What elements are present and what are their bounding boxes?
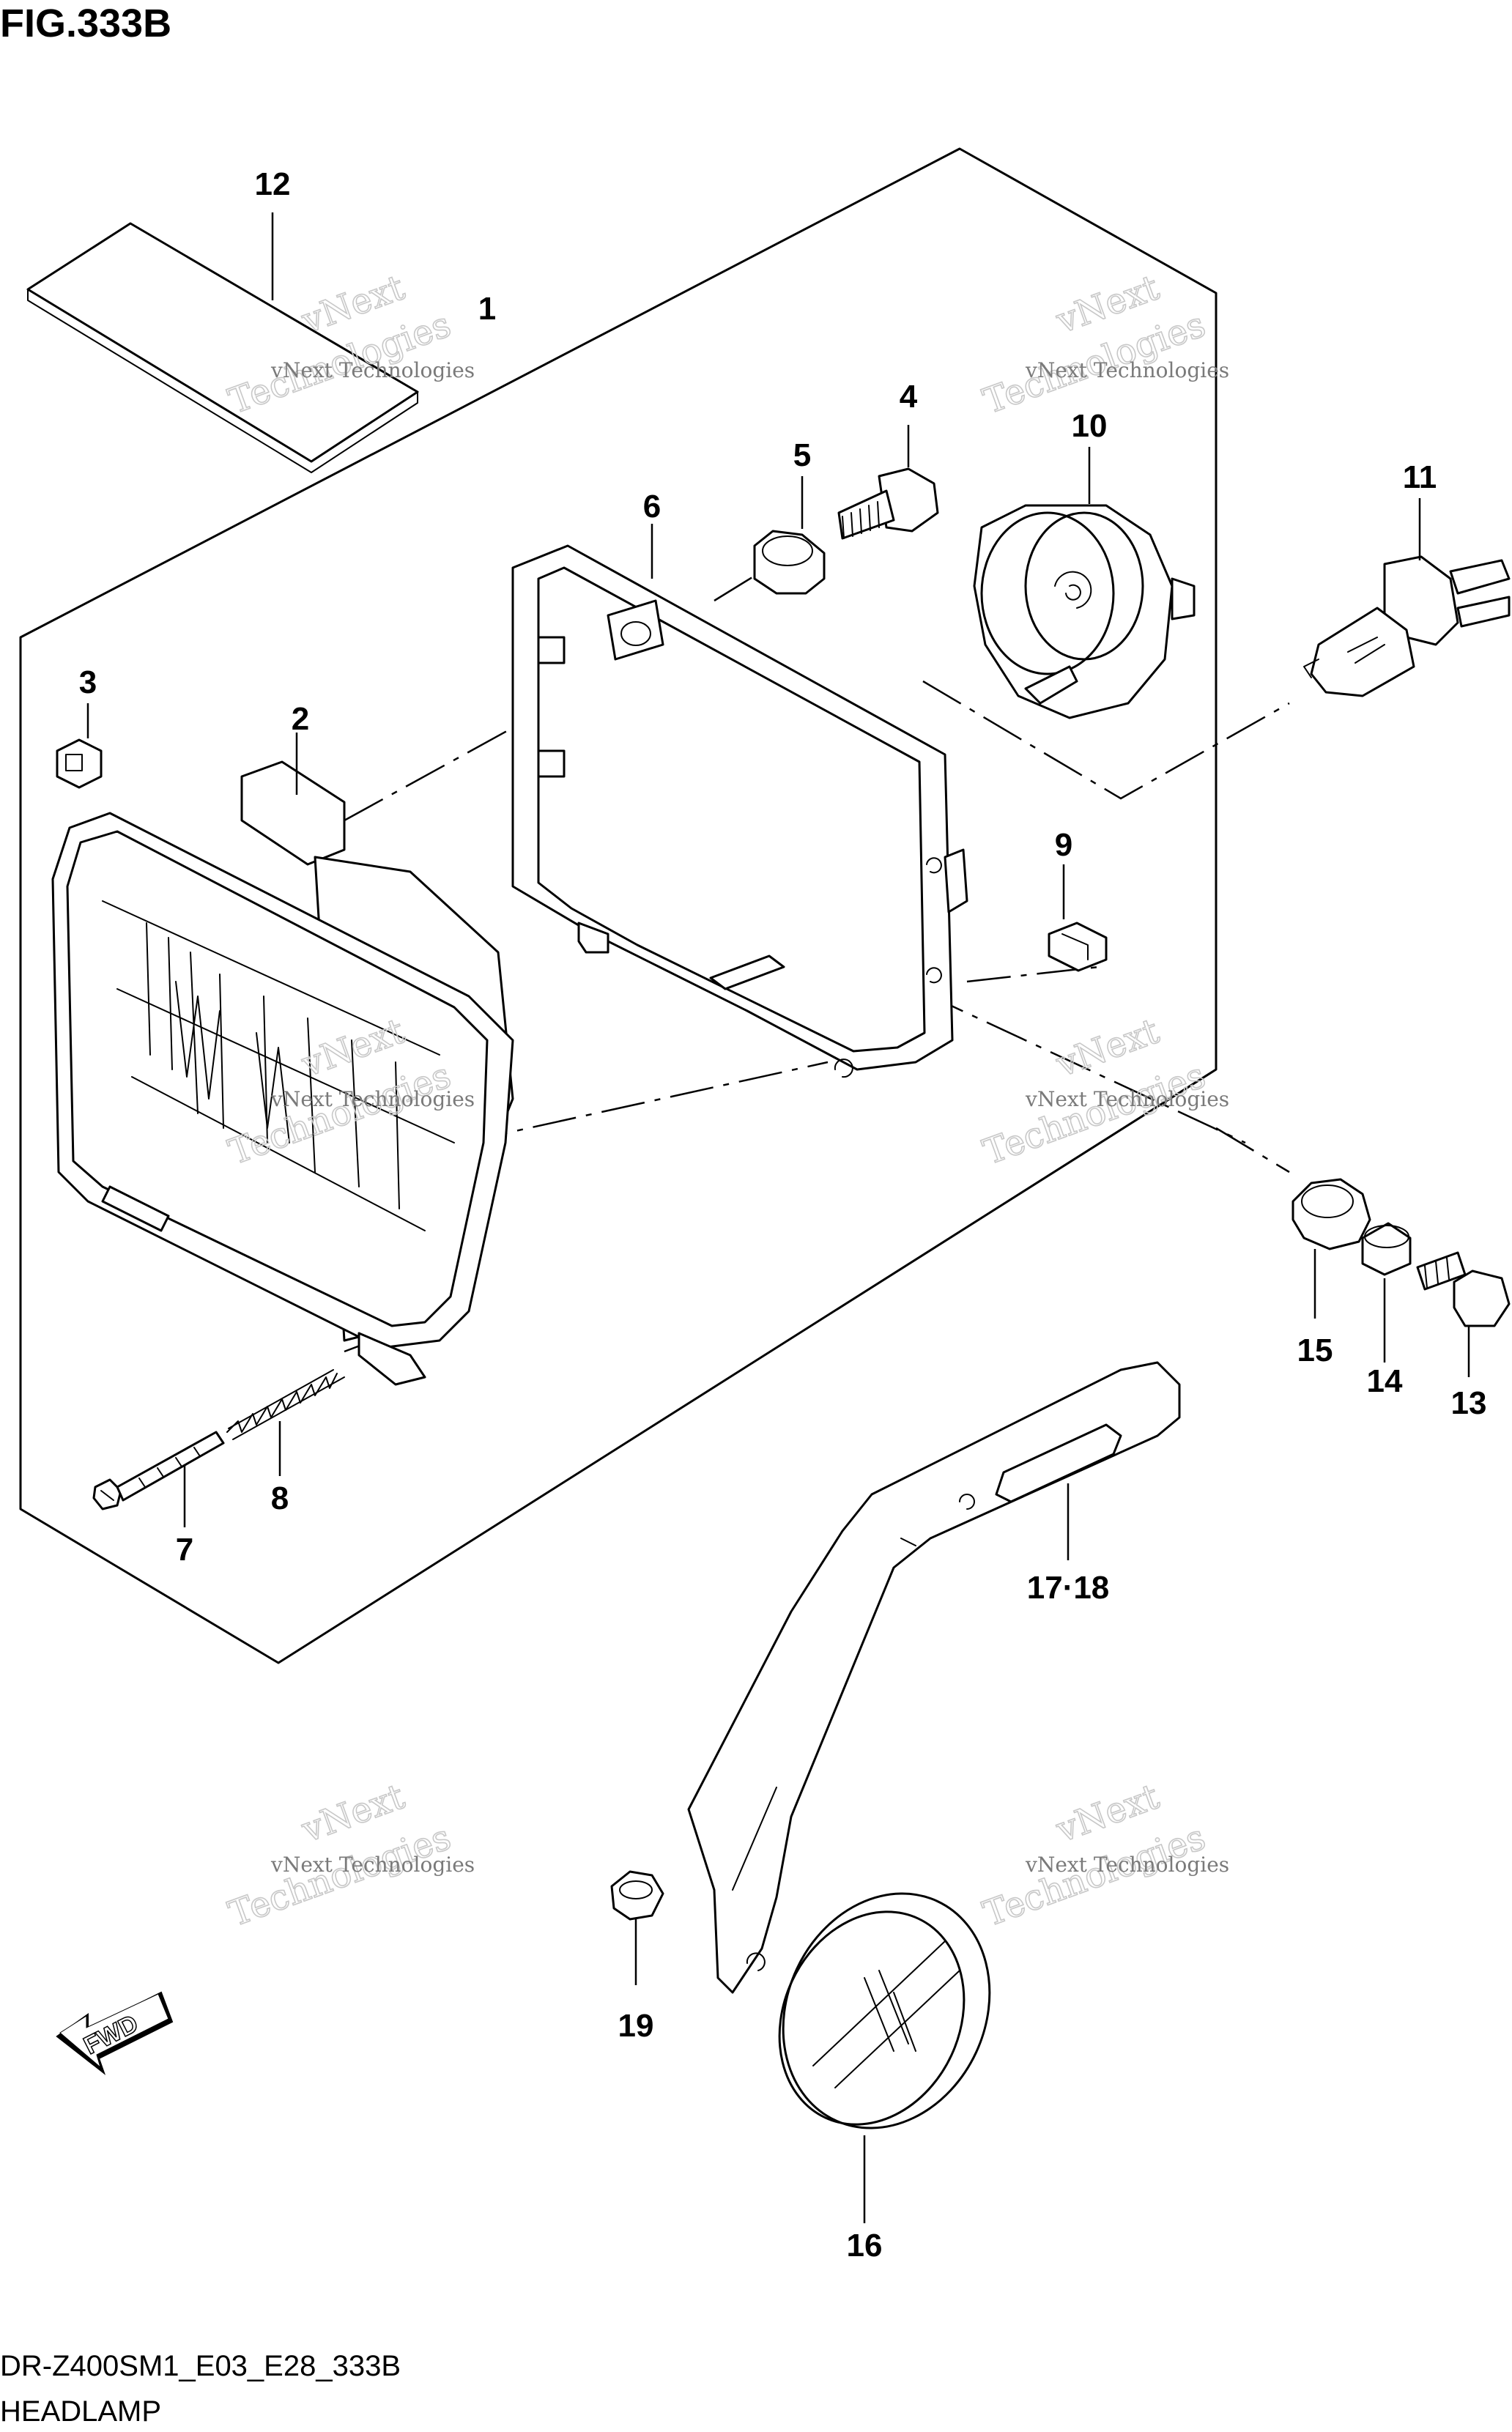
assembly-outline [19, 147, 1218, 1664]
callout-19: 19 [618, 2008, 654, 2044]
callout-16: 16 [847, 2228, 883, 2264]
callout-6: 6 [643, 489, 661, 524]
callout-8: 8 [271, 1480, 289, 1516]
part-12-label-sticker [26, 212, 419, 473]
model-code: DR-Z400SM1_E03_E28_333B [0, 2350, 401, 2382]
part-9-clip-nut [1048, 864, 1108, 972]
svg-text:vNext Technologies: vNext Technologies [270, 1087, 475, 1111]
part-13-bolt [1416, 1251, 1511, 1377]
callout-1: 1 [478, 291, 496, 327]
watermark-bottom-right: vNext Technologies vNext Technologies [977, 1776, 1229, 1935]
part-8-spring [226, 1369, 345, 1476]
callout-4: 4 [900, 379, 918, 415]
section-name: HEADLAMP [0, 2395, 161, 2428]
callout-2: 2 [292, 701, 309, 737]
callout-7: 7 [176, 1532, 193, 1568]
part-11-bulb [1303, 498, 1511, 697]
figure-title: FIG.333B [0, 1, 171, 45]
part-4-screw [837, 425, 939, 540]
svg-text:vNext Technologies: vNext Technologies [1025, 1087, 1229, 1111]
callout-3: 3 [79, 664, 97, 700]
callout-11: 11 [1403, 459, 1437, 495]
part-14-collar [1361, 1222, 1412, 1363]
part-15-grommet [1292, 1178, 1371, 1319]
part-7-adjusting-screw [92, 1431, 225, 1527]
callout-labels: 12 1 4 5 10 11 6 3 2 9 15 14 13 8 7 17·1… [79, 166, 1487, 2264]
part-2-headlamp-unit [51, 733, 514, 1386]
svg-text:vNext Technologies: vNext Technologies [1025, 1853, 1229, 1877]
callout-5: 5 [793, 437, 811, 473]
part-19-nut [610, 1870, 664, 1985]
part-5-grommet [753, 476, 826, 595]
watermark-top-right: vNext Technologies vNext Technologies [977, 267, 1229, 423]
callout-17-18: 17·18 [1027, 1570, 1110, 1606]
part-17-18-bracket [687, 1361, 1181, 1994]
svg-text:vNext Technologies: vNext Technologies [1025, 358, 1229, 382]
callout-10: 10 [1072, 408, 1108, 444]
part-3-clip-nut [56, 703, 103, 789]
callout-14: 14 [1367, 1363, 1403, 1399]
svg-text:vNext Technologies: vNext Technologies [270, 358, 475, 382]
watermark-bottom-left: vNext Technologies vNext Technologies [223, 1776, 475, 1935]
callout-9: 9 [1055, 827, 1072, 863]
part-10-socket-cover [973, 447, 1196, 719]
callout-12: 12 [255, 166, 291, 202]
part-6-mounting-frame [511, 524, 968, 1078]
part-16-reflector [778, 1892, 991, 2223]
svg-text:vNext Technologies: vNext Technologies [270, 1853, 475, 1877]
callout-15: 15 [1297, 1332, 1333, 1368]
fwd-arrow-icon: FWD [56, 1991, 174, 2075]
callout-13: 13 [1451, 1385, 1487, 1421]
